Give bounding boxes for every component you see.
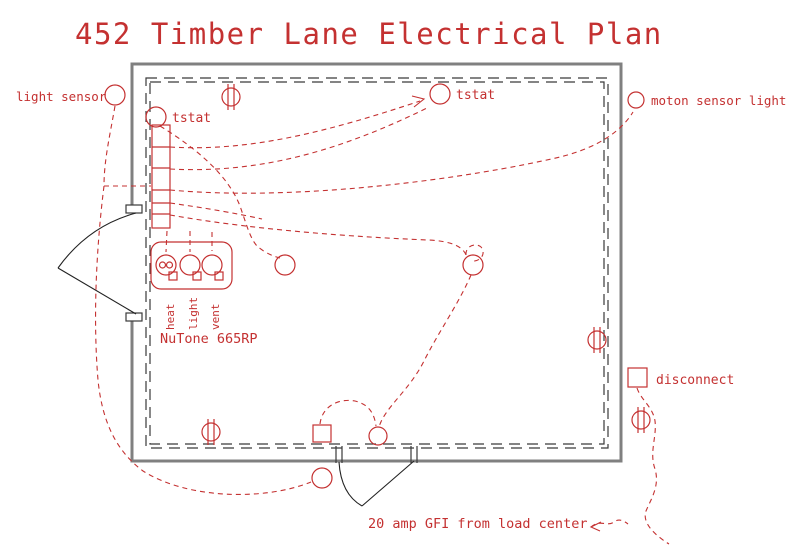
light-sensor-label: light sensor xyxy=(16,89,107,104)
wire-light-b-to-gfi-light xyxy=(378,274,472,428)
tstat-right-label: tstat xyxy=(456,88,495,103)
gfi-note-label: 20 amp GFI from load center xyxy=(368,516,587,532)
wire-arrowhead-tstat-right xyxy=(411,95,426,108)
ceiling-light-a-symbol xyxy=(274,254,296,276)
motion-sensor-light-symbol xyxy=(627,91,645,109)
wall-light-fixture-top xyxy=(221,84,241,110)
wire-light-sensor-run xyxy=(95,105,312,496)
interior-wall-dashed-outer xyxy=(145,77,609,449)
wall-light-fixture-right xyxy=(587,327,607,353)
tstat-left-symbol xyxy=(145,106,167,128)
wiring xyxy=(95,95,670,545)
left-door-leaf xyxy=(57,267,137,315)
page-title: 452 Timber Lane Electrical Plan xyxy=(75,17,663,51)
left-door-jamb-top xyxy=(125,204,143,214)
wire-outlet-to-gfi-light xyxy=(319,399,377,427)
fan-heat-circle xyxy=(155,254,177,276)
wire-tstat-left-to-light-a xyxy=(159,125,281,259)
left-door-jamb-bottom xyxy=(125,312,143,322)
fan-unit-housing xyxy=(150,241,233,290)
devices xyxy=(104,83,651,489)
disconnect-box-symbol xyxy=(627,367,648,388)
fan-vent-label: vent xyxy=(209,304,222,331)
room-outline xyxy=(125,62,623,463)
tstat-left-label: tstat xyxy=(172,111,211,126)
fan-motor-symbol xyxy=(165,261,174,269)
fan-unit xyxy=(150,241,233,290)
bottom-door xyxy=(338,460,415,507)
disconnect-label: disconnect xyxy=(656,373,734,388)
fan-model-label: NuTone 665RP xyxy=(160,331,258,347)
wire-arrowhead-gfi-note xyxy=(589,521,602,532)
fan-light-circle xyxy=(179,254,201,276)
tstat-right-symbol xyxy=(429,83,451,105)
exterior-door-light-symbol xyxy=(311,467,333,489)
ceiling-light-b-symbol xyxy=(462,254,484,276)
left-door-opening xyxy=(128,213,136,313)
bottom-door-leaf xyxy=(361,460,415,507)
interior-wall-dashed-inner xyxy=(149,81,605,445)
left-door-swing-arc xyxy=(57,212,137,269)
wire-gfi-note-squiggle xyxy=(590,519,629,528)
left-door xyxy=(57,212,137,315)
light-sensor-symbol xyxy=(104,84,126,106)
wall-light-fixture-bottom xyxy=(201,419,221,445)
motion-sensor-light-label: moton sensor light xyxy=(651,93,786,108)
bottom-door-swing-arc xyxy=(338,461,363,507)
wire-stack-to-light-b xyxy=(169,214,484,262)
wire-stack-to-motion-light xyxy=(169,111,634,194)
fan-heat-label: heat xyxy=(164,304,177,331)
fan-motor-symbol xyxy=(158,261,167,269)
gfi-outlet-box-symbol xyxy=(312,424,332,443)
fan-heat-tab xyxy=(168,271,178,281)
wall-light-fixture-outside-right xyxy=(631,407,651,433)
wire-stack-to-tstat-right-upper xyxy=(169,100,421,149)
bottom-door-jambs xyxy=(335,446,418,463)
fan-light-label: light xyxy=(187,297,200,330)
fan-vent-circle xyxy=(201,254,223,276)
gfi-light-symbol xyxy=(368,426,388,446)
fan-vent-tab xyxy=(214,271,224,281)
fan-light-tab xyxy=(192,271,202,281)
wire-stack-stub xyxy=(169,202,263,220)
switch-stack xyxy=(151,124,171,229)
